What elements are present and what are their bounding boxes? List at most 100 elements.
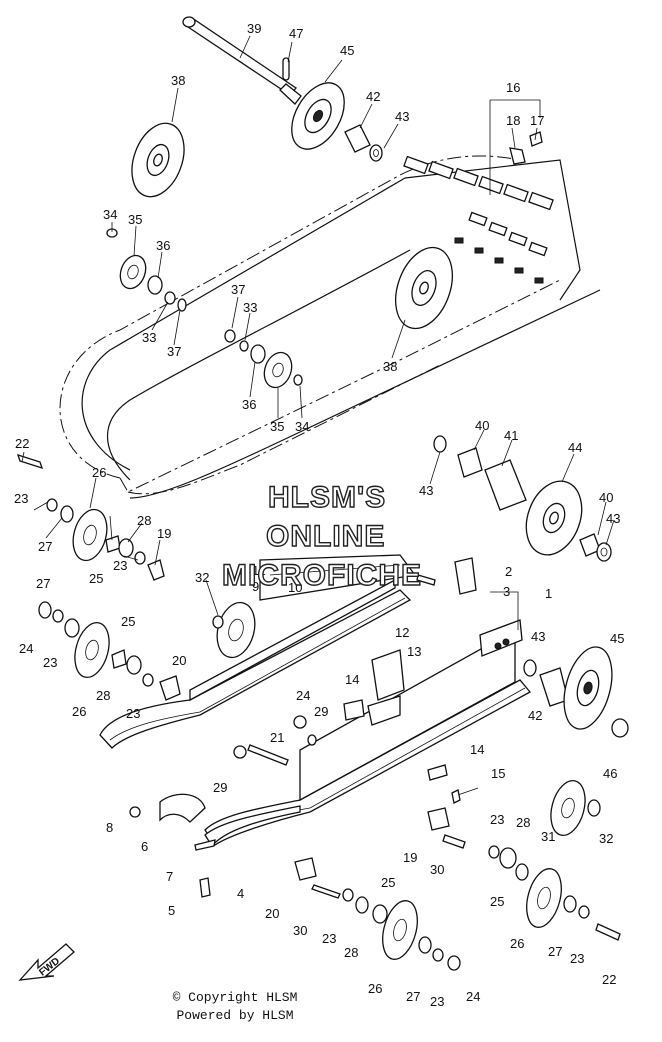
callout-38: 38 — [383, 359, 397, 374]
callout-33: 33 — [142, 330, 156, 345]
callout-25: 25 — [89, 571, 103, 586]
watermark-line1: HLSM'S — [268, 481, 386, 514]
callout-23: 23 — [113, 558, 127, 573]
callout-40: 40 — [599, 490, 613, 505]
callout-24: 24 — [296, 688, 310, 703]
callout-42: 42 — [366, 89, 380, 104]
callout-43: 43 — [395, 109, 409, 124]
fwd-arrow-icon: FWD — [18, 943, 75, 981]
rail-brackets — [343, 557, 479, 804]
callout-28: 28 — [96, 688, 110, 703]
watermark: HLSM'S ONLINE MICROFICHE — [221, 480, 422, 592]
callout-35: 35 — [270, 419, 284, 434]
callout-27: 27 — [406, 989, 420, 1004]
callout-23: 23 — [570, 951, 584, 966]
callout-9: 9 — [252, 579, 259, 594]
watermark-line3: MICROFICHE — [222, 559, 422, 592]
callout-8: 8 — [106, 820, 113, 835]
wheel-kit-bottom-right — [427, 807, 621, 941]
callout-19: 19 — [157, 526, 171, 541]
callout-20: 20 — [172, 653, 186, 668]
callout-22: 22 — [15, 436, 29, 451]
slide-rail-right — [204, 619, 532, 848]
slide-rail-left — [99, 554, 417, 749]
leader-lines — [21, 35, 615, 630]
callout-23: 23 — [322, 931, 336, 946]
callout-26: 26 — [92, 465, 106, 480]
callout-27: 27 — [548, 944, 562, 959]
upper-shaft-assembly — [182, 16, 302, 105]
idler-wheel-38-mid — [395, 246, 453, 330]
track-belt — [59, 155, 601, 499]
callout-40: 40 — [475, 418, 489, 433]
callout-36: 36 — [242, 397, 256, 412]
callout-30: 30 — [430, 862, 444, 877]
rear-idler-kit — [433, 435, 612, 562]
callout-20: 20 — [265, 906, 279, 921]
callout-28: 28 — [137, 513, 151, 528]
callout-6: 6 — [141, 839, 148, 854]
callout-26: 26 — [72, 704, 86, 719]
callout-5: 5 — [168, 903, 175, 918]
callout-27: 27 — [38, 539, 52, 554]
callout-15: 15 — [491, 766, 505, 781]
callout-27: 27 — [36, 576, 50, 591]
callout-35: 35 — [128, 212, 142, 227]
callout-16: 16 — [506, 80, 520, 95]
callout-4: 4 — [237, 886, 244, 901]
callout-31: 31 — [541, 829, 555, 844]
callout-28: 28 — [516, 815, 530, 830]
callout-45: 45 — [340, 43, 354, 58]
callout-37: 37 — [231, 282, 245, 297]
callout-18: 18 — [506, 113, 520, 128]
callout-42: 42 — [528, 708, 542, 723]
callout-29: 29 — [314, 704, 328, 719]
callout-43: 43 — [419, 483, 433, 498]
callout-30: 30 — [293, 923, 307, 938]
callout-7: 7 — [166, 869, 173, 884]
idler-wheel-45-top — [291, 82, 345, 150]
clips-16 — [489, 99, 543, 195]
callout-14: 14 — [345, 672, 359, 687]
callout-32: 32 — [599, 831, 613, 846]
callout-34: 34 — [103, 207, 117, 222]
copyright-text: © Copyright HLSM — [172, 990, 298, 1005]
callout-23: 23 — [430, 994, 444, 1009]
callout-41: 41 — [504, 428, 518, 443]
wheel-kit-center — [224, 329, 303, 389]
callout-23: 23 — [126, 706, 140, 721]
callout-32: 32 — [195, 570, 209, 585]
rail-fasteners — [233, 574, 436, 766]
track-cleats — [403, 155, 554, 284]
callout-36: 36 — [156, 238, 170, 253]
callout-26: 26 — [510, 936, 524, 951]
callout-23: 23 — [43, 655, 57, 670]
callout-46: 46 — [603, 766, 617, 781]
watermark-line2: ONLINE — [266, 520, 385, 553]
front-tip-parts — [129, 793, 216, 898]
callout-38: 38 — [171, 73, 185, 88]
callout-25: 25 — [490, 894, 504, 909]
callout-23: 23 — [490, 812, 504, 827]
idler-wheel-32-mid — [212, 601, 256, 659]
callout-47: 47 — [289, 26, 303, 41]
callout-13: 13 — [407, 644, 421, 659]
callout-14: 14 — [470, 742, 484, 757]
callout-24: 24 — [466, 989, 480, 1004]
callout-43: 43 — [606, 511, 620, 526]
part-number-callouts: 39 47 45 38 42 43 16 18 17 34 35 36 37 3… — [14, 21, 624, 1009]
wheel-kit-left-low — [38, 601, 181, 701]
callout-39: 39 — [247, 21, 261, 36]
callout-17: 17 — [530, 113, 544, 128]
callout-3: 3 — [503, 584, 510, 599]
callout-43: 43 — [531, 629, 545, 644]
callout-12: 12 — [395, 625, 409, 640]
callout-2: 2 — [505, 564, 512, 579]
rear-idler-45-right — [523, 646, 629, 738]
callout-45: 45 — [610, 631, 624, 646]
callout-28: 28 — [344, 945, 358, 960]
callout-25: 25 — [381, 875, 395, 890]
callout-1: 1 — [545, 586, 552, 601]
callout-44: 44 — [568, 440, 582, 455]
spacer-42-top — [344, 124, 383, 162]
